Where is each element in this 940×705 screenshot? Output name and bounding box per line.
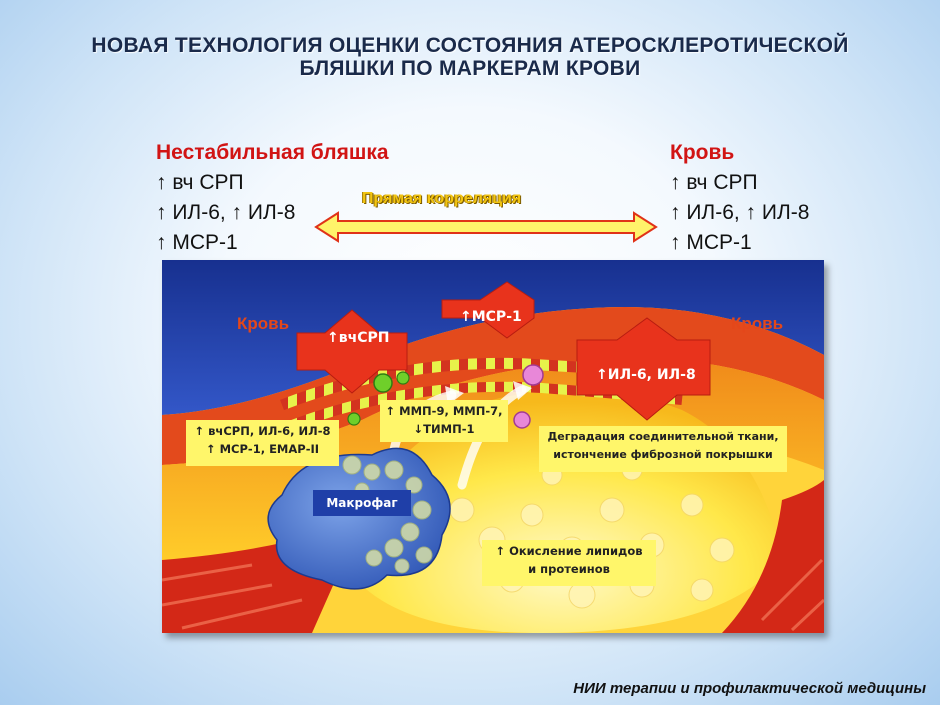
curved-arrow-head-2 bbox=[513, 381, 532, 400]
plaque-marker-2: ↑ ИЛ-6, ↑ ИЛ-8 bbox=[156, 201, 296, 224]
degradation-box: Деградация соединительной ткани, истонче… bbox=[539, 426, 787, 472]
correlation-label: Прямая корреляция bbox=[362, 190, 522, 207]
degradation-line-1: Деградация соединительной ткани, bbox=[547, 430, 779, 443]
blood-markers-block: Кровь ↑ вч СРП ↑ ИЛ-6, ↑ ИЛ-8 ↑ МСР-1 bbox=[670, 138, 809, 258]
arrow-mcp-label: ↑МСР-1 bbox=[460, 309, 522, 325]
title-line-1: НОВАЯ ТЕХНОЛОГИЯ ОЦЕНКИ СОСТОЯНИЯ АТЕРОС… bbox=[91, 34, 849, 57]
plaque-markers-block: Нестабильная бляшка ↑ вч СРП ↑ ИЛ-6, ↑ И… bbox=[156, 138, 389, 258]
blood-label-right: Кровь bbox=[731, 314, 784, 333]
blood-marker-1: ↑ вч СРП bbox=[670, 171, 758, 194]
plaque-cytokines-box: ↑ вчСРП, ИЛ-6, ИЛ-8 ↑ МСР-1, ЕМАР-II bbox=[186, 420, 339, 466]
green-cell-icon bbox=[347, 412, 361, 426]
oxidation-box: ↑ Окисление липидов и протеинов bbox=[482, 540, 656, 586]
blood-lumen bbox=[162, 260, 824, 415]
blood-label-left: Кровь bbox=[237, 314, 290, 333]
pink-cell-icon bbox=[522, 364, 544, 386]
plaque-header: Нестабильная бляшка bbox=[156, 141, 389, 164]
arrow-il-shape bbox=[576, 317, 711, 421]
arrow-il-label: ↑ИЛ-6, ИЛ-8 bbox=[596, 367, 696, 383]
arrow-mcp-shape bbox=[441, 281, 535, 339]
plaque-cytokines-line-2: ↑ МСР-1, ЕМАР-II bbox=[205, 442, 320, 456]
blood-marker-2: ↑ ИЛ-6, ↑ ИЛ-8 bbox=[670, 201, 810, 224]
double-headed-arrow bbox=[314, 211, 658, 243]
plaque-marker-3: ↑ МСР-1 bbox=[156, 231, 238, 254]
slide-title: НОВАЯ ТЕХНОЛОГИЯ ОЦЕНКИ СОСТОЯНИЯ АТЕРОС… bbox=[20, 34, 920, 80]
muscle-fibres bbox=[162, 558, 824, 632]
green-cell-icon bbox=[396, 371, 410, 385]
arrow-crp-shape bbox=[296, 309, 408, 394]
green-cell-icon bbox=[373, 373, 393, 393]
plaque-cytokines-line-1: ↑ вчСРП, ИЛ-6, ИЛ-8 bbox=[194, 424, 331, 438]
mmp-line-2: ↓ТИМП-1 bbox=[413, 422, 475, 436]
degradation-line-2: истончение фиброзной покрышки bbox=[553, 448, 773, 461]
media-right bbox=[722, 480, 824, 633]
arrow-crp-label: ↑вчСРП bbox=[327, 330, 390, 346]
mmp-box: ↑ ММП-9, ММП-7, ↓ТИМП-1 bbox=[380, 400, 508, 442]
plaque-marker-1: ↑ вч СРП bbox=[156, 171, 244, 194]
macrophage-label: Макрофаг bbox=[313, 490, 411, 516]
mmp-line-1: ↑ ММП-9, ММП-7, bbox=[385, 404, 503, 418]
oxidation-line-1: ↑ Окисление липидов bbox=[495, 544, 643, 558]
title-line-2: БЛЯШКИ ПО МАРКЕРАМ КРОВИ bbox=[299, 57, 641, 80]
oxidation-line-2: и протеинов bbox=[528, 562, 610, 576]
institute-footer: НИИ терапии и профилактической медицины bbox=[573, 680, 926, 697]
pink-cell-icon bbox=[513, 411, 531, 429]
blood-marker-3: ↑ МСР-1 bbox=[670, 231, 752, 254]
blood-header: Кровь bbox=[670, 141, 735, 164]
